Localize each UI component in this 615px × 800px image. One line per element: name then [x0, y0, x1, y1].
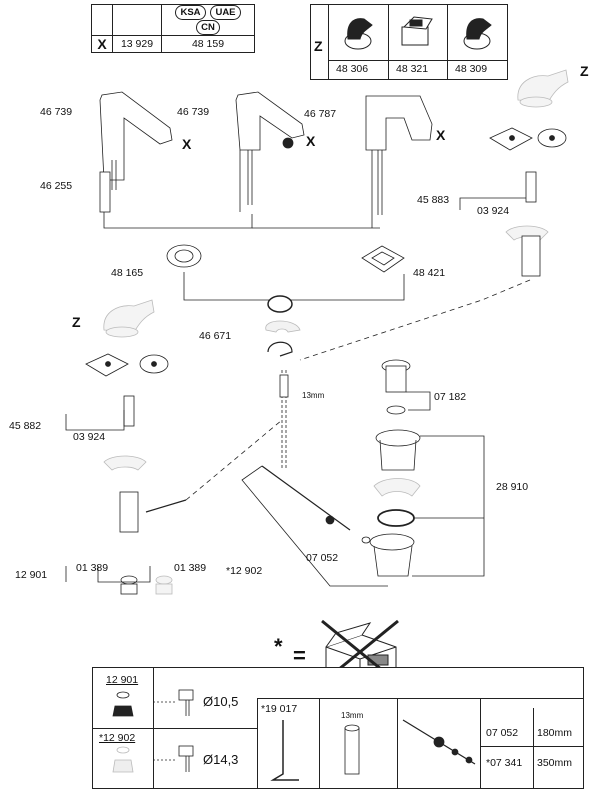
badge-uae: UAE — [210, 5, 241, 20]
callout-46255: 46 255 — [40, 180, 73, 192]
z-marker: Z — [314, 38, 323, 54]
callout-46739-a: 46 739 — [40, 106, 73, 118]
kit-12902-label: *12 902 — [99, 732, 136, 744]
z-marker-left: Z — [72, 314, 81, 330]
rod-07341-length: 350mm — [537, 757, 573, 769]
callout-12902: *12 902 — [226, 565, 263, 577]
callout-46739-b: 46 739 — [177, 106, 210, 118]
diameter-b: Ø14,3 — [203, 752, 239, 767]
rod-07052-length: 180mm — [537, 727, 573, 739]
z-marker-right: Z — [580, 63, 589, 79]
variant-table-x: KSA UAE CN X 13 929 48 159 — [91, 4, 255, 53]
kit-12901-label: 12 901 — [106, 674, 139, 686]
part-number-48309: 48 309 — [455, 63, 488, 75]
part-number-13929: 13 929 — [112, 35, 162, 53]
x-marker-faucet-3: X — [436, 127, 446, 143]
badge-cn: CN — [196, 20, 220, 35]
mounting-nut-icon — [267, 295, 293, 313]
faucet-1-icon — [99, 91, 173, 214]
callout-01389-a: 01 389 — [76, 562, 109, 574]
faucet-2-icon — [235, 91, 305, 212]
callout-03924-left: 03 924 — [73, 431, 106, 443]
pop-up-waste-icon — [369, 359, 421, 577]
round-ring-icon — [166, 244, 202, 268]
part-number-48306: 48 306 — [336, 63, 369, 75]
spare-parts-icons — [112, 689, 476, 781]
spare-parts-table: 12 901 *12 902 Ø10,5 Ø14,3 *19 017 13mm … — [92, 667, 584, 789]
rod-07341-label: *07 341 — [486, 757, 523, 769]
right-handle-icon — [517, 69, 569, 108]
x-marker-faucet-1: X — [182, 136, 192, 152]
handle-variants-icon — [344, 16, 492, 50]
callout-07182: 07 182 — [434, 391, 467, 403]
callout-07052: 07 052 — [306, 552, 339, 564]
rod-dimension: 13mm — [302, 391, 325, 400]
variant-table-z: Z 48 306 48 321 48 309 — [310, 4, 508, 80]
part-number-48321: 48 321 — [396, 63, 429, 75]
rod-07052-label: 07 052 — [486, 727, 519, 739]
badge-ksa: KSA — [175, 5, 206, 20]
callout-12901: 12 901 — [15, 569, 48, 581]
legend-equals: = — [293, 643, 306, 668]
callout-01389-b: 01 389 — [174, 562, 207, 574]
legend-asterisk: * — [274, 634, 283, 659]
faucet-3-icon — [365, 95, 433, 228]
left-handle-icon — [103, 299, 155, 338]
square-ring-icon — [361, 245, 405, 273]
callout-48165: 48 165 — [111, 267, 144, 279]
callout-45883: 45 883 — [417, 194, 450, 206]
tool-19017-label: *19 017 — [261, 703, 298, 715]
diameter-a: Ø10,5 — [203, 694, 239, 709]
callout-28910: 28 910 — [496, 481, 529, 493]
callout-48421: 48 421 — [413, 267, 446, 279]
tool-dimension: 13mm — [341, 711, 364, 720]
callout-46671: 46 671 — [199, 330, 232, 342]
x-marker-faucet-2: X — [306, 133, 316, 149]
callout-45882: 45 882 — [9, 420, 42, 432]
callout-03924-right: 03 924 — [477, 205, 510, 217]
part-number-48159: 48 159 — [161, 35, 255, 53]
callout-46787: 46 787 — [304, 108, 337, 120]
